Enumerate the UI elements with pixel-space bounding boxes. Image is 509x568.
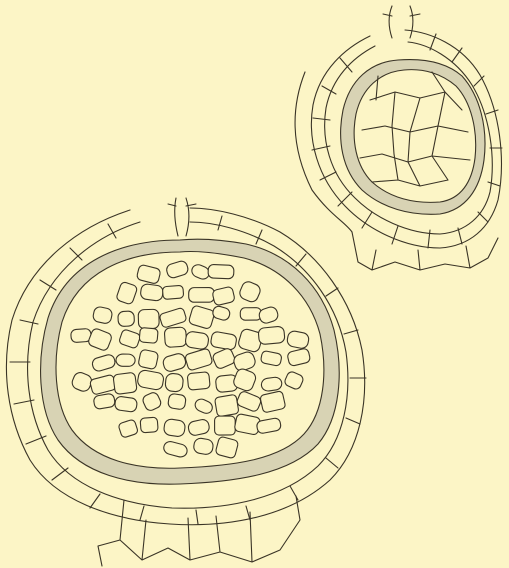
inner-cell	[187, 372, 210, 390]
inner-cell	[92, 306, 113, 325]
inner-cell	[212, 286, 235, 306]
small-base-cells	[352, 232, 498, 270]
inner-cell	[261, 376, 283, 391]
small-stippled-band	[341, 60, 485, 215]
inner-cell	[116, 354, 135, 366]
inner-cell	[113, 372, 137, 394]
inner-cell	[164, 327, 187, 348]
inner-cell	[138, 349, 159, 370]
small-inner-cells	[360, 72, 470, 186]
inner-cell	[212, 347, 237, 370]
inner-cell	[215, 436, 239, 459]
inner-cell	[118, 419, 139, 438]
inner-cell	[240, 308, 261, 321]
small-neck	[383, 6, 420, 38]
inner-cell	[193, 397, 214, 415]
inner-cell	[116, 281, 138, 305]
inner-cell	[93, 393, 116, 410]
inner-cell	[162, 285, 183, 299]
inner-cell	[137, 369, 165, 390]
inner-cell	[208, 264, 234, 279]
large-inner-cells	[70, 260, 311, 459]
inner-cell	[114, 396, 137, 413]
inner-cell	[286, 330, 310, 349]
large-specimen	[6, 198, 366, 566]
small-specimen	[295, 6, 502, 270]
inner-cell	[258, 326, 285, 345]
inner-cell	[89, 374, 116, 395]
inner-cell	[162, 352, 187, 373]
inner-cell	[188, 305, 215, 330]
inner-cell	[283, 370, 304, 390]
inner-cell	[258, 305, 280, 324]
inner-cell	[141, 391, 162, 412]
inner-cell	[159, 307, 187, 328]
inner-cell	[87, 327, 113, 351]
inner-cell	[168, 393, 187, 410]
inner-cell	[138, 309, 159, 329]
inner-cell	[287, 348, 311, 367]
inner-cell	[185, 331, 210, 350]
inner-cell	[236, 390, 262, 412]
inner-cell	[136, 264, 161, 284]
inner-cell	[140, 417, 158, 433]
inner-cell	[118, 329, 141, 349]
inner-cell	[165, 373, 184, 392]
inner-cell	[140, 283, 164, 301]
inner-cell	[187, 418, 210, 436]
inner-cell	[162, 440, 188, 458]
inner-cell	[193, 437, 214, 455]
inner-cell	[260, 350, 282, 366]
inner-cell	[184, 348, 213, 371]
inner-cell	[165, 260, 189, 279]
large-base-tissue	[98, 496, 300, 566]
inner-cell	[210, 331, 237, 350]
inner-cell	[260, 391, 286, 413]
inner-cell	[91, 353, 116, 372]
inner-cell	[238, 280, 262, 304]
inner-cell	[189, 288, 215, 303]
inner-cell	[118, 311, 135, 327]
inner-cell	[215, 416, 236, 435]
inner-cell	[212, 305, 232, 321]
inner-cell	[214, 394, 239, 417]
inner-cell	[163, 418, 186, 437]
large-neck	[168, 198, 196, 236]
inner-cell	[139, 327, 158, 343]
